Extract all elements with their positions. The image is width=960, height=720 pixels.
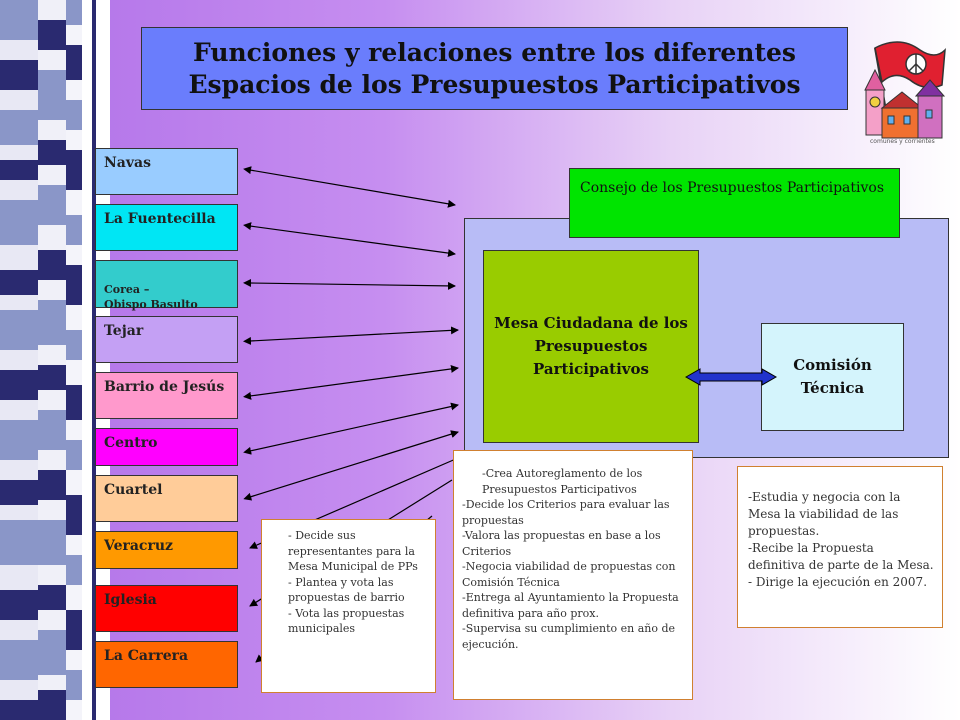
arrow-centro: [243, 402, 459, 455]
page-title: Funciones y relaciones entre los diferen…: [141, 27, 848, 110]
arrow-navas: [243, 166, 456, 208]
mesa-note-line: -Valora las propuestas en base a los Cri…: [462, 529, 661, 558]
barrio-note-line: - Plantea y vota las propuestas de barri…: [288, 575, 405, 605]
comision-functions-note: -Estudia y negocia con la Mesa la viabil…: [737, 466, 943, 628]
title-line-1: Funciones y relaciones entre los diferen…: [193, 37, 796, 67]
barrio-note-line: - Vota las propuestas municipales: [288, 606, 405, 636]
strip-column: [38, 0, 66, 720]
castle-peace-flag-logo: comunes y corrientes: [860, 30, 950, 150]
strip-column: [0, 0, 38, 720]
strip-column: [66, 0, 82, 720]
mesa-functions-note: -Crea Autoreglamento de los Presupuestos…: [453, 450, 693, 700]
neighborhood-box-tejar: Tejar: [95, 316, 238, 363]
neighborhood-box-la-fuentecilla: La Fuentecilla: [95, 204, 238, 251]
barrio-functions-note: - Decide sus representantes para la Mesa…: [261, 519, 436, 693]
mesa-note-line: -Entrega al Ayuntamiento la Propuesta de…: [462, 591, 679, 620]
neighborhood-box-navas: Navas: [95, 148, 238, 195]
mesa-note-line: -Supervisa su cumplimiento en año de eje…: [462, 622, 676, 651]
mesa-label: Mesa Ciudadana de los Presupuestos Parti…: [494, 314, 688, 378]
arrow-barrio-de-jesus: [243, 364, 459, 400]
neighborhood-label: Corea – Obispo Basulto: [104, 283, 198, 311]
neighborhood-label: Centro: [104, 435, 158, 451]
neighborhood-label: Barrio de Jesús: [104, 379, 225, 395]
neighborhood-label: La Fuentecilla: [104, 211, 216, 227]
consejo-label-box: Consejo de los Presupuestos Participativ…: [569, 168, 900, 238]
comision-note-line: - Dirige la ejecución en 2007.: [748, 575, 928, 589]
neighborhood-label: Tejar: [104, 323, 144, 339]
neighborhood-label: La Carrera: [104, 648, 189, 664]
neighborhood-box-la-carrera: La Carrera: [95, 641, 238, 688]
mesa-note-line: -Negocia viabilidad de propuestas con Co…: [462, 560, 676, 589]
castle-icon: [864, 41, 946, 139]
arrow-corea: [243, 279, 456, 290]
neighborhood-label: Cuartel: [104, 482, 163, 498]
decorative-strip: [0, 0, 110, 720]
consejo-label: Consejo de los Presupuestos Participativ…: [580, 180, 885, 196]
neighborhood-box-veracruz: Veracruz: [95, 531, 238, 569]
mesa-comision-double-arrow: [684, 368, 778, 386]
neighborhood-box-centro: Centro: [95, 428, 238, 466]
comision-note-line: -Recibe la Propuesta definitiva de parte…: [748, 541, 934, 572]
neighborhood-label: Iglesia: [104, 592, 157, 608]
arrow-cuartel: [243, 430, 459, 501]
mesa-ciudadana-box: Mesa Ciudadana de los Presupuestos Parti…: [483, 250, 699, 443]
neighborhood-label: Navas: [104, 155, 151, 171]
comision-note-line: -Estudia y negocia con la Mesa la viabil…: [748, 490, 901, 538]
mesa-note-line: -Decide los Criterios para evaluar las p…: [462, 498, 670, 527]
arrow-la-fuentecilla: [243, 222, 456, 258]
neighborhood-box-corea: Corea – Obispo Basulto: [95, 260, 238, 311]
mesa-note-line: -Crea Autoreglamento de los Presupuestos…: [482, 467, 643, 496]
neighborhood-box-cuartel: Cuartel: [95, 475, 238, 522]
logo-caption: comunes y corrientes: [870, 138, 935, 145]
comision-label: Comisión Técnica: [793, 356, 872, 397]
neighborhood-box-barrio-de-jesus: Barrio de Jesús: [95, 372, 238, 419]
barrio-note-line: - Decide sus representantes para la Mesa…: [288, 529, 418, 573]
neighborhood-box-iglesia: Iglesia: [95, 585, 238, 632]
neighborhood-label: Veracruz: [104, 538, 173, 554]
arrow-tejar: [243, 326, 459, 345]
title-line-2: Espacios de los Presupuestos Participati…: [188, 69, 801, 99]
